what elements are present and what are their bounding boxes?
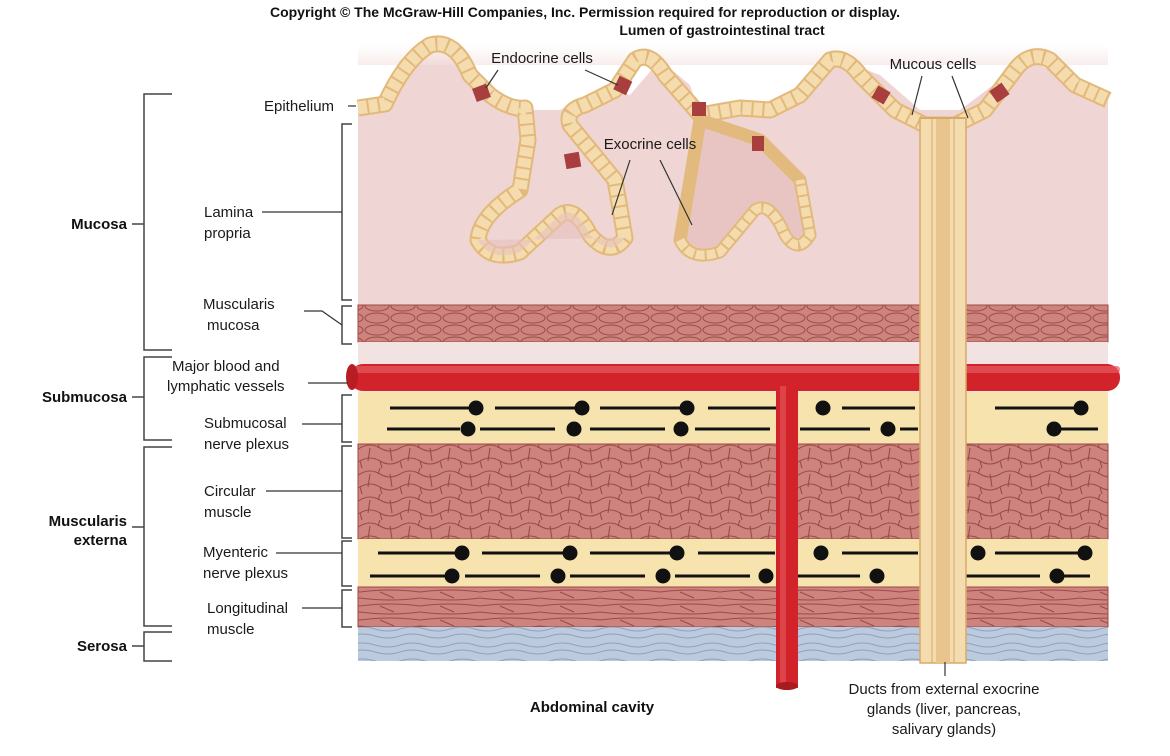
vessels-label-1: Major blood and: [172, 358, 280, 375]
serosa-layer: [358, 627, 1108, 661]
abdominal-cavity-label: Abdominal cavity: [530, 699, 655, 716]
lamina-propria-label-1: Lamina: [204, 204, 254, 221]
circular-muscle-label-1: Circular: [204, 483, 256, 500]
lumen-label: Lumen of gastrointestinal tract: [619, 22, 825, 38]
ducts-label-1: Ducts from external exocrine: [849, 681, 1040, 698]
circular-muscle-layer: [357, 443, 1109, 540]
endocrine-cell: [989, 82, 1010, 103]
submucosa-label: Submucosa: [42, 389, 128, 406]
ducts-label-2: glands (liver, pancreas,: [867, 701, 1021, 718]
muscularis-mucosa-label-2: mucosa: [207, 317, 260, 334]
vertical-vessel: [776, 386, 798, 688]
leader-lines: [262, 69, 969, 676]
submucosal-plexus-label-2: nerve plexus: [204, 436, 289, 453]
ducts-label-3: salivary glands): [892, 721, 996, 738]
serosa-label: Serosa: [77, 638, 128, 655]
muscularis-mucosa-layer: [357, 304, 1109, 343]
endocrine-cell: [472, 83, 491, 102]
endocrine-cell: [563, 151, 582, 170]
exocrine-duct: [919, 117, 967, 664]
mucosa-label: Mucosa: [71, 216, 128, 233]
epithelium-label: Epithelium: [264, 98, 334, 115]
longitudinal-muscle-label-2: muscle: [207, 621, 255, 638]
circular-muscle-label-2: muscle: [204, 504, 252, 521]
myenteric-plexus-label-2: nerve plexus: [203, 565, 288, 582]
endocrine-cells-label: Endocrine cells: [491, 50, 593, 67]
vessels-label-2: lymphatic vessels: [167, 378, 285, 395]
muscularis-externa-label-1: Muscularis: [49, 513, 127, 530]
myenteric-nerve-fibers: [370, 545, 1093, 584]
endocrine-cell: [871, 85, 891, 105]
submucosal-nerve-fibers: [387, 400, 1098, 437]
endocrine-cell: [752, 136, 764, 151]
exocrine-cells-label: Exocrine cells: [604, 136, 697, 153]
submucosal-plexus-band: [358, 392, 1108, 444]
muscularis-externa-label-2: externa: [74, 532, 128, 549]
myenteric-plexus-label-1: Myenteric: [203, 544, 269, 561]
mucous-cells-label: Mucous cells: [890, 56, 977, 73]
muscularis-mucosa-label-1: Muscularis: [203, 296, 275, 313]
longitudinal-muscle-label-1: Longitudinal: [207, 600, 288, 617]
longitudinal-muscle-layer: [357, 586, 1109, 628]
myenteric-plexus-band: [358, 539, 1108, 587]
endocrine-cell: [692, 102, 706, 116]
submucosal-plexus-label-1: Submucosal: [204, 415, 287, 432]
copyright-notice: Copyright © The McGraw-Hill Companies, I…: [270, 4, 900, 20]
lamina-propria-label-2: propria: [204, 225, 251, 242]
endocrine-cell: [613, 75, 633, 96]
